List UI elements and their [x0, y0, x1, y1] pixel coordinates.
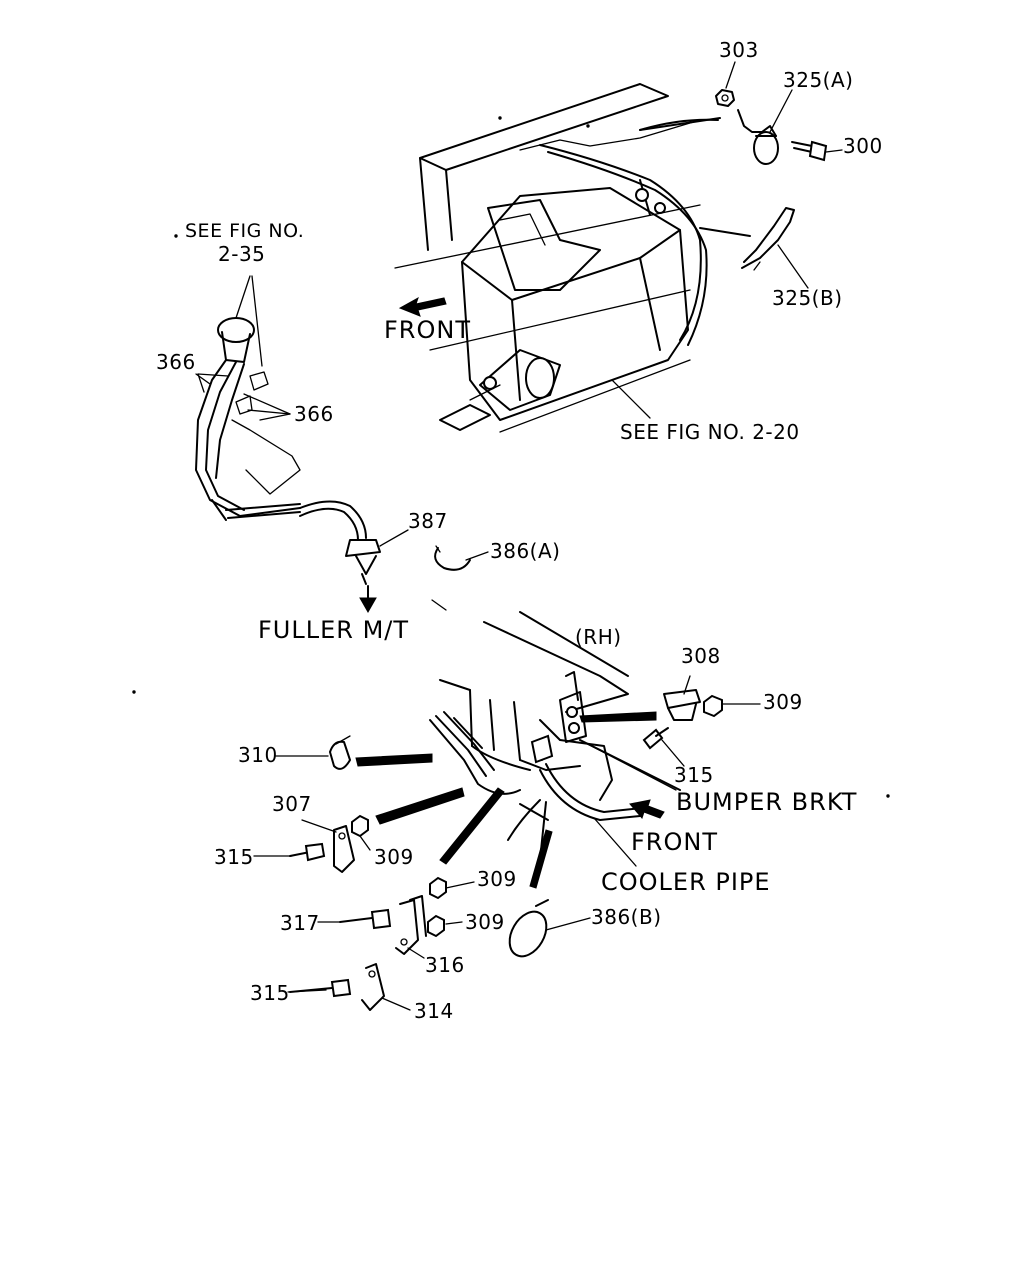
label-fuller-mt: FULLER M/T — [258, 616, 410, 644]
nut-303 — [715, 89, 735, 107]
cooler-pipe — [519, 763, 643, 821]
clip-310 — [329, 735, 351, 770]
clamp-307 — [333, 825, 355, 873]
fuel-lines — [519, 117, 721, 346]
label-see-fig-2-35-line1: SEE FIG NO. — [185, 220, 305, 242]
label-cooler-pipe: COOLER PIPE — [601, 868, 771, 896]
label-315-b: 315 — [214, 845, 254, 869]
clamp-314 — [361, 963, 385, 1011]
bracket-316 — [395, 895, 427, 955]
bolt-315-lower — [289, 978, 352, 998]
frame-rail-upper — [394, 83, 701, 433]
bolt-315-upper — [642, 727, 669, 750]
label-314: 314 — [414, 999, 454, 1023]
tie-386b — [508, 899, 549, 958]
leaders-top — [611, 61, 843, 419]
strap-325b — [741, 207, 795, 271]
label-386a: 386(A) — [490, 539, 561, 563]
label-309-a: 309 — [763, 690, 803, 714]
nut-309-mid — [351, 814, 369, 838]
label-366-left: 366 — [156, 350, 196, 374]
leaders-lower — [253, 703, 761, 1011]
nut-309-lower-a — [429, 876, 447, 900]
label-see-fig-2-20: SEE FIG NO. 2-20 — [620, 420, 800, 444]
label-325b: 325(B) — [772, 286, 843, 310]
label-front-bottom: FRONT — [631, 828, 718, 856]
label-309-b: 309 — [374, 845, 414, 869]
label-316: 316 — [425, 953, 465, 977]
label-303: 303 — [719, 38, 759, 62]
clip-386a — [434, 545, 471, 571]
sensor-387 — [345, 539, 381, 585]
fuel-tank — [461, 187, 689, 421]
label-see-fig-2-35-line2: 2-35 — [218, 242, 266, 266]
label-300: 300 — [843, 134, 883, 158]
label-309-d: 309 — [465, 910, 505, 934]
label-317: 317 — [280, 911, 320, 935]
leaders-harness — [195, 275, 489, 561]
label-307: 307 — [272, 792, 312, 816]
nut-309-lower-b — [427, 914, 445, 938]
label-386b: 386(B) — [591, 905, 662, 929]
front-arrow-lower — [629, 799, 665, 819]
label-308: 308 — [681, 644, 721, 668]
clamp-325a — [737, 109, 779, 165]
label-rh: (RH) — [575, 625, 622, 649]
fuel-sender-unit — [439, 349, 561, 431]
wire-bundle-lower — [429, 711, 554, 861]
clamp-308 — [663, 675, 701, 721]
harness-left — [195, 317, 367, 541]
frame-rail-lower — [431, 599, 629, 801]
front-arrow-top — [398, 296, 447, 317]
label-315-c: 315 — [250, 981, 290, 1005]
label-315-a: 315 — [674, 763, 714, 787]
bolt-317 — [339, 908, 392, 930]
label-325a: 325(A) — [783, 68, 854, 92]
nut-309-upper — [703, 694, 723, 718]
label-310: 310 — [238, 743, 278, 767]
label-309-c: 309 — [477, 867, 517, 891]
pointer-strokes — [355, 711, 657, 889]
label-bumper-brkt: BUMPER BRKT — [676, 788, 858, 816]
label-front-top: FRONT — [384, 316, 471, 344]
label-366-right: 366 — [294, 402, 334, 426]
bolt-300 — [791, 140, 828, 162]
fuller-arrow — [359, 585, 377, 614]
label-387: 387 — [408, 509, 448, 533]
stray-dots — [132, 116, 890, 798]
bolt-315-mid — [289, 842, 326, 862]
